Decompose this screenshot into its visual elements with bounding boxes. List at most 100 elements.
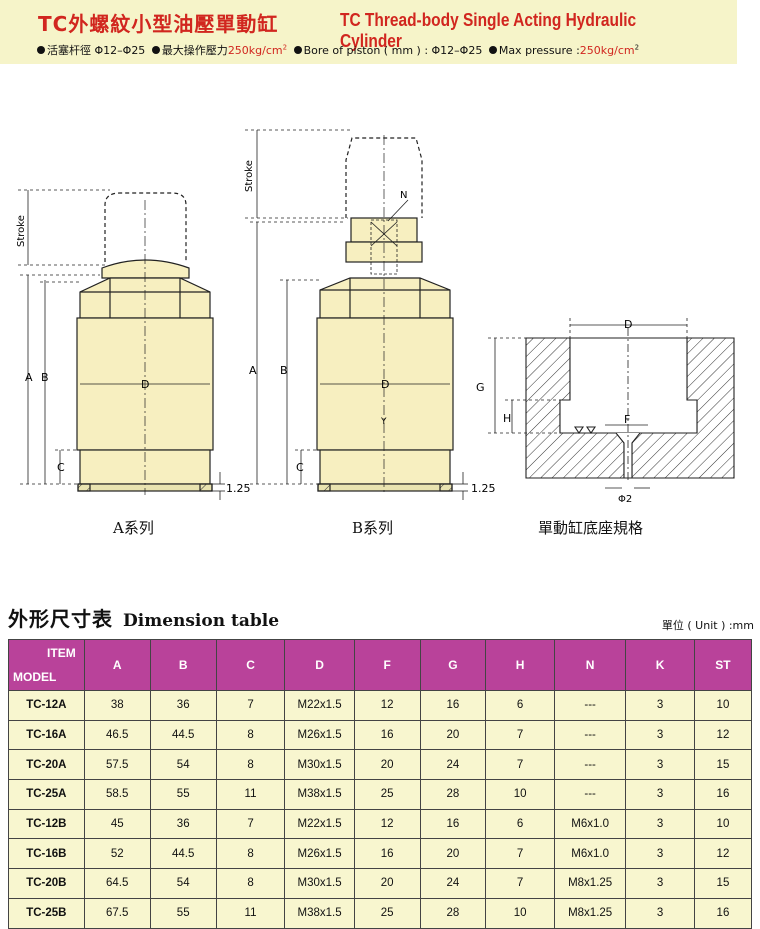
label-f-seat: F	[624, 413, 630, 426]
table-cell: 3	[625, 868, 695, 899]
table-cell: 16	[419, 690, 487, 721]
label-stroke-b: Stroke	[244, 160, 255, 192]
table-cell: 36	[149, 690, 217, 721]
dimension-lines-seat	[488, 318, 688, 489]
table-cell: 45	[83, 808, 151, 840]
label-c-b: C	[296, 461, 304, 474]
table-cell: 55	[149, 779, 217, 810]
table-cell: M38x1.5	[284, 779, 355, 810]
header-banner: TC外螺紋小型油壓單動缸 TC Thread-body Single Actin…	[0, 0, 737, 64]
drawing-a-series	[76, 192, 214, 495]
table-cell: 8	[215, 719, 286, 751]
table-cell: 57.5	[83, 749, 151, 781]
table-cell: 6	[485, 690, 555, 721]
table-cell: 58.5	[83, 779, 151, 810]
dimension-title-cn: 外形尺寸表	[8, 607, 113, 631]
table-cell: 24	[419, 749, 487, 781]
column-header-d: D	[284, 639, 355, 691]
label-h-seat: H	[503, 412, 511, 425]
table-cell: 46.5	[83, 719, 151, 751]
table-cell: 3	[625, 719, 695, 751]
label-b-a: B	[41, 371, 49, 384]
table-cell: M30x1.5	[284, 749, 355, 781]
spec-maxp-value: 250kg/cm	[579, 44, 635, 57]
table-cell: M30x1.5	[284, 868, 355, 899]
table-cell: 7	[485, 749, 555, 781]
table-cell: ---	[553, 779, 627, 810]
table-cell: 44.5	[149, 838, 217, 870]
superscript: 2	[282, 43, 288, 52]
table-cell: 15	[693, 868, 753, 899]
table-cell: M26x1.5	[284, 719, 355, 751]
caption-seat: 單動缸底座規格	[538, 519, 644, 537]
model-cell: TC-16A	[8, 719, 85, 751]
label-c-a: C	[57, 461, 65, 474]
caption-b-series: B系列	[352, 519, 394, 537]
model-cell: TC-16B	[8, 838, 85, 870]
dimension-title-en: Dimension table	[123, 611, 280, 631]
technical-drawings: Stroke A B C D 1.25	[16, 129, 735, 505]
table-cell: 54	[149, 868, 217, 899]
column-header-b: B	[149, 639, 217, 691]
header-item-model: ITEM MODEL	[8, 639, 85, 691]
table-cell: 3	[625, 779, 695, 810]
caption-a-series: A系列	[113, 519, 154, 537]
title-english: TC Thread-body Single Acting Hydraulic C…	[340, 10, 637, 51]
model-cell: TC-20B	[8, 868, 85, 899]
label-a-a: A	[25, 371, 33, 384]
table-cell: 10	[485, 897, 555, 929]
bullet-icon	[488, 46, 497, 54]
model-cell: TC-12B	[8, 808, 85, 840]
table-cell: 8	[215, 868, 286, 899]
table-cell: 7	[215, 808, 286, 840]
drawing-b-series	[316, 135, 454, 495]
column-header-g: G	[419, 639, 487, 691]
table-cell: ---	[553, 719, 627, 751]
table-cell: M8x1.25	[553, 868, 627, 899]
table-cell: 12	[353, 690, 421, 721]
drawing-seat	[525, 337, 735, 479]
superscript: 2	[634, 43, 640, 52]
bullet-icon	[293, 46, 302, 54]
table-cell: 10	[485, 779, 555, 810]
column-header-st: ST	[693, 639, 753, 691]
table-cell: 8	[215, 838, 286, 870]
spec-pressure-value: 250kg/cm	[227, 44, 283, 57]
table-cell: 3	[625, 808, 695, 840]
table-cell: 28	[419, 897, 487, 929]
model-cell: TC-25B	[8, 897, 85, 929]
table-cell: 16	[353, 838, 421, 870]
table-cell: 38	[83, 690, 151, 721]
column-header-k: K	[625, 639, 695, 691]
model-cell: TC-25A	[8, 779, 85, 810]
table-cell: 20	[419, 719, 487, 751]
table-cell: 12	[693, 838, 753, 870]
table-cell: 64.5	[83, 868, 151, 899]
label-d-b: D	[381, 378, 389, 391]
header-model-label: MODEL	[13, 670, 57, 684]
label-b-b: B	[280, 364, 288, 377]
dimension-lines-a	[18, 189, 225, 500]
label-d-seat: D	[624, 318, 632, 331]
table-cell: M8x1.25	[553, 897, 627, 929]
table-cell: 16	[693, 779, 753, 810]
label-d-a: D	[141, 378, 149, 391]
bullet-icon	[151, 46, 160, 54]
table-cell: 11	[215, 779, 286, 810]
table-cell: 24	[419, 868, 487, 899]
table-cell: 54	[149, 749, 217, 781]
table-cell: 7	[485, 868, 555, 899]
label-n-b: N	[400, 190, 407, 201]
dimension-table-title: 外形尺寸表 Dimension table	[8, 603, 279, 632]
label-gap-a: 1.25	[226, 482, 251, 495]
table-cell: 16	[419, 808, 487, 840]
table-cell: 55	[149, 897, 217, 929]
